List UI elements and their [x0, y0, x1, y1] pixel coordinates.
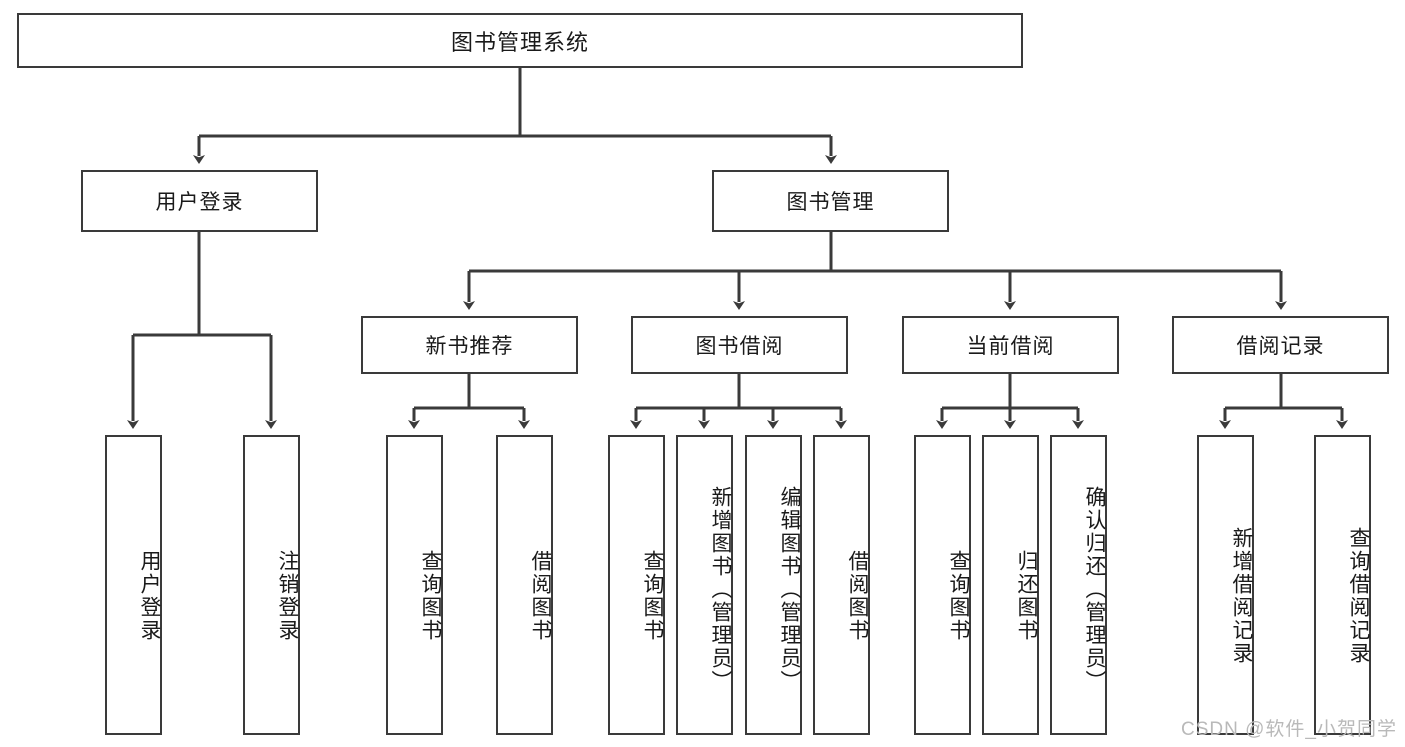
- leaf-query-book-1[interactable]: 查询图书: [386, 435, 443, 735]
- node-root[interactable]: 图书管理系统: [17, 13, 1023, 68]
- leaf-add-book[interactable]: 新增图书（管理员）: [676, 435, 733, 735]
- leaf-query-book-3-label: 查询图书: [947, 550, 970, 642]
- node-book-manage[interactable]: 图书管理: [712, 170, 949, 232]
- node-user-login-label: 用户登录: [155, 191, 244, 214]
- leaf-borrow-book-1-label: 借阅图书: [529, 550, 552, 642]
- leaf-edit-book-label: 编辑图书（管理员）: [778, 485, 801, 693]
- node-borrow-record-label: 借阅记录: [1236, 335, 1325, 358]
- node-current-borrow[interactable]: 当前借阅: [902, 316, 1119, 374]
- leaf-confirm-return-label: 确认归还（管理员）: [1083, 485, 1106, 693]
- leaf-return-book-label: 归还图书: [1015, 550, 1038, 642]
- leaf-user-login-label: 用户登录: [138, 550, 161, 642]
- leaf-logout[interactable]: 注销登录: [243, 435, 300, 735]
- leaf-borrow-book-2-label: 借阅图书: [846, 550, 869, 642]
- node-book-borrow[interactable]: 图书借阅: [631, 316, 848, 374]
- node-current-borrow-label: 当前借阅: [966, 335, 1055, 358]
- leaf-logout-label: 注销登录: [276, 550, 299, 642]
- leaf-query-book-1-label: 查询图书: [419, 550, 442, 642]
- node-new-book-recommend[interactable]: 新书推荐: [361, 316, 578, 374]
- leaf-query-book-2-label: 查询图书: [641, 550, 664, 642]
- node-borrow-record[interactable]: 借阅记录: [1172, 316, 1389, 374]
- node-user-login[interactable]: 用户登录: [81, 170, 318, 232]
- leaf-borrow-book-1[interactable]: 借阅图书: [496, 435, 553, 735]
- leaf-add-record-label: 新增借阅记录: [1230, 527, 1253, 665]
- leaf-edit-book[interactable]: 编辑图书（管理员）: [745, 435, 802, 735]
- leaf-add-record[interactable]: 新增借阅记录: [1197, 435, 1254, 735]
- node-book-manage-label: 图书管理: [786, 191, 875, 214]
- node-new-book-recommend-label: 新书推荐: [425, 335, 514, 358]
- leaf-user-login[interactable]: 用户登录: [105, 435, 162, 735]
- leaf-borrow-book-2[interactable]: 借阅图书: [813, 435, 870, 735]
- node-book-borrow-label: 图书借阅: [695, 335, 784, 358]
- leaf-query-record-label: 查询借阅记录: [1347, 527, 1370, 665]
- leaf-confirm-return[interactable]: 确认归还（管理员）: [1050, 435, 1107, 735]
- leaf-query-book-2[interactable]: 查询图书: [608, 435, 665, 735]
- node-root-label: 图书管理系统: [450, 29, 589, 55]
- leaf-return-book[interactable]: 归还图书: [982, 435, 1039, 735]
- leaf-query-book-3[interactable]: 查询图书: [914, 435, 971, 735]
- leaf-add-book-label: 新增图书（管理员）: [709, 485, 732, 693]
- leaf-query-record[interactable]: 查询借阅记录: [1314, 435, 1371, 735]
